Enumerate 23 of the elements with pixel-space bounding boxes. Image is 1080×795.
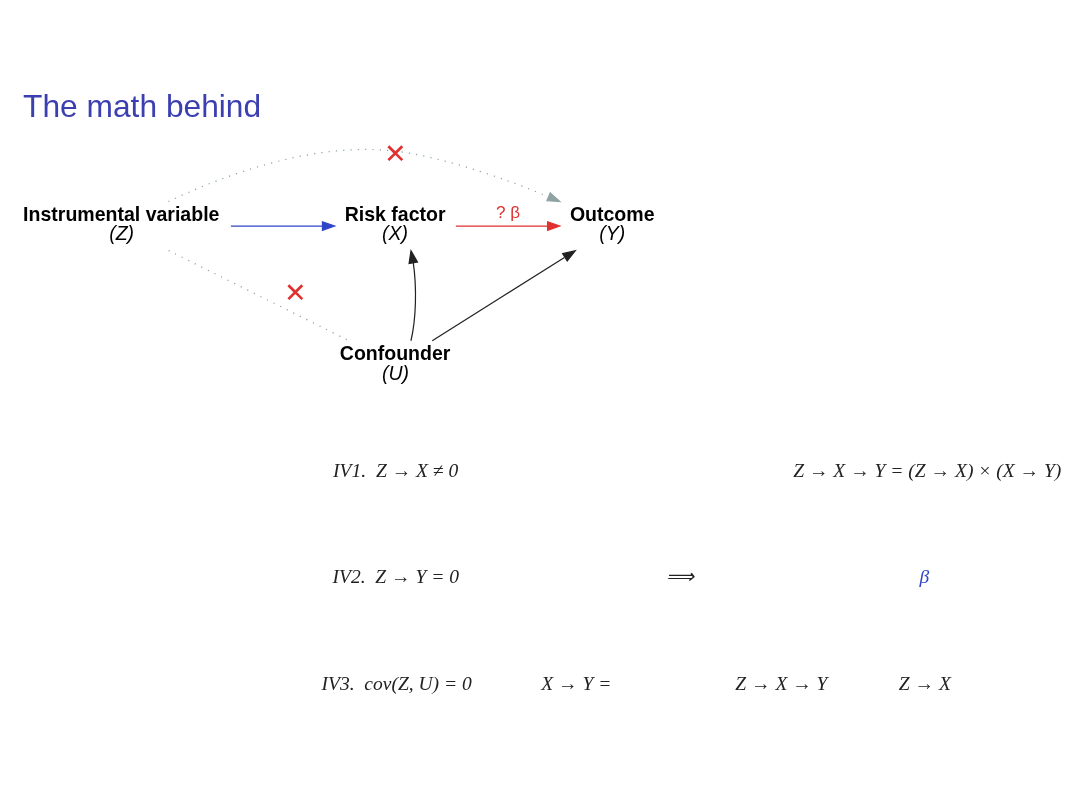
label: Z → X bbox=[898, 672, 951, 694]
arrow bbox=[455, 220, 562, 232]
label: β bbox=[919, 566, 930, 588]
connector bbox=[168, 250, 350, 342]
label: Z → X → Y bbox=[735, 672, 828, 694]
edge-label: ✕ bbox=[284, 278, 308, 309]
label: IV3. cov(Z, U) = 0 bbox=[321, 672, 472, 694]
edge-label: ? β bbox=[495, 202, 520, 222]
node-text: Instrumental variable (Z) bbox=[23, 202, 220, 245]
arrow bbox=[230, 220, 337, 232]
arrow bbox=[167, 148, 562, 203]
diagram-title: The math behind bbox=[23, 88, 262, 125]
label: ⟹ bbox=[666, 566, 695, 588]
label: IV1. Z → X ≠ 0 bbox=[333, 460, 459, 482]
label: X → Y = bbox=[541, 672, 612, 694]
arrow bbox=[431, 249, 577, 342]
arrow bbox=[408, 248, 419, 342]
node-text: Outcome (Y) bbox=[569, 202, 655, 245]
label: IV2. Z → Y = 0 bbox=[332, 566, 459, 588]
node-text: Risk factor (X) bbox=[344, 202, 446, 245]
node-text: Confounder (U) bbox=[339, 342, 451, 384]
label: Z → X → Y = (Z → X) × (X → Y) bbox=[793, 460, 1062, 482]
edge-label: ✕ bbox=[383, 139, 407, 170]
